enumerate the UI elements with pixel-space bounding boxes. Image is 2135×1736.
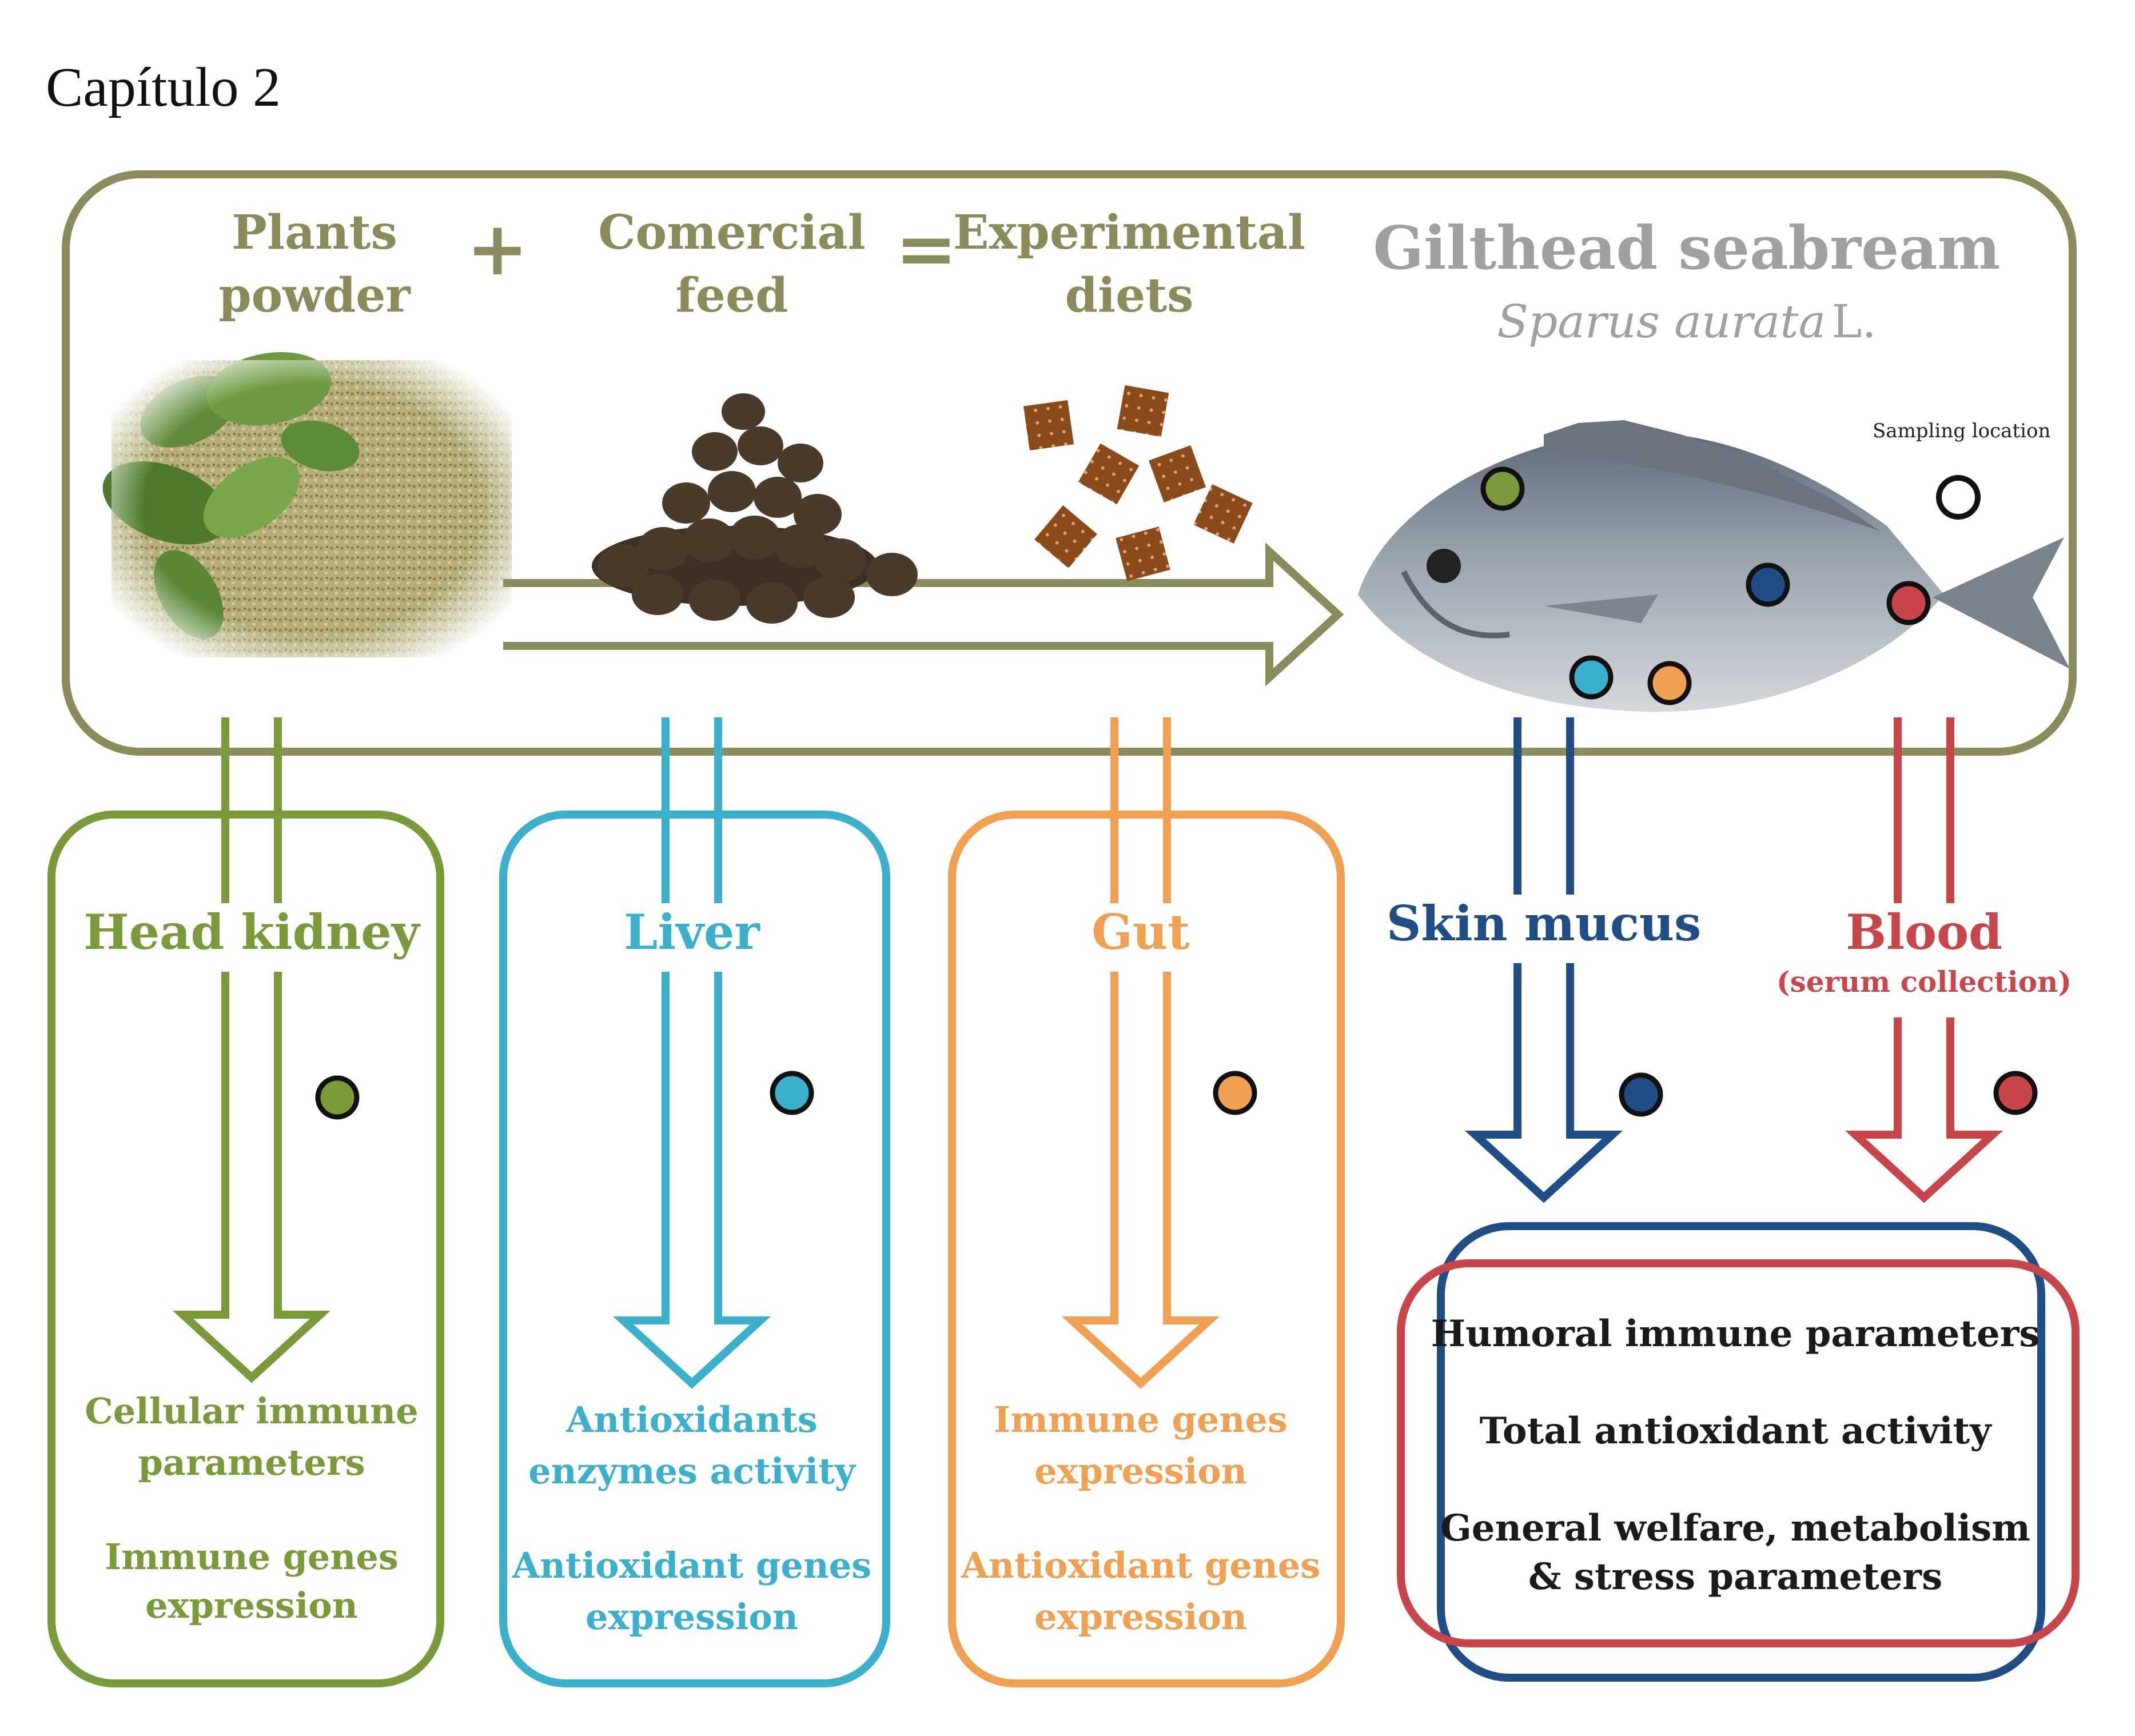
- gut-result-line: Immune genes: [994, 1399, 1288, 1440]
- blood-results-box: [1397, 1259, 2080, 1647]
- feed-to-fish-arrow: [503, 542, 1344, 687]
- gilthead-seabream-image: [1358, 420, 2070, 712]
- gut-result-line: expression: [1034, 1596, 1247, 1638]
- top-frame: [62, 170, 2077, 756]
- blood-arrow: [1845, 717, 2003, 1203]
- blood-title-backdrop: [1847, 903, 2001, 1017]
- gut-box: [948, 811, 1345, 1687]
- chapter-heading: Capítulo 2: [46, 57, 281, 118]
- column-skin-mucus: Skin mucus: [1387, 717, 1702, 1203]
- gut-result-line: expression: [1034, 1450, 1247, 1492]
- blood-subtitle: (serum collection): [1776, 965, 2072, 999]
- species-author: L.: [1831, 295, 1877, 348]
- sampling-location-legend: Sampling location: [1873, 420, 2050, 442]
- skin-mucus-sampling-point: [1746, 562, 1790, 607]
- skin-mucus-results-box: [1437, 1222, 2045, 1682]
- head-kidney-result-line: expression: [145, 1585, 358, 1626]
- liver-box: [499, 811, 890, 1687]
- plus-sign: +: [467, 205, 529, 292]
- head-kidney-result-line: Cellular immune: [85, 1390, 418, 1432]
- shared-result-welfare-line2: & stress parameters: [1528, 1555, 1942, 1598]
- shared-result-antioxidant: Total antioxidant activity: [1480, 1410, 1993, 1452]
- commercial-label-line2: feed: [676, 268, 788, 323]
- blood-marker: [1993, 1071, 2038, 1115]
- liver-arrow: [613, 717, 771, 1389]
- liver-result-line: Antioxidant genes: [512, 1545, 871, 1586]
- blood-title: Blood: [1846, 904, 2002, 960]
- experimental-label-line2: diets: [1065, 268, 1194, 323]
- liver-title: Liver: [624, 904, 760, 960]
- commercial-label-line1: Comercial: [598, 205, 865, 260]
- head-kidney-sampling-point: [1480, 466, 1525, 511]
- head-kidney-box: [47, 811, 444, 1687]
- plants-label-line2: powder: [218, 268, 411, 323]
- experimental-label-line1: Experimental: [953, 205, 1305, 260]
- liver-result-line: enzymes activity: [528, 1450, 857, 1492]
- gut-result-line: Antioxidant genes: [961, 1545, 1320, 1586]
- head-kidney-title-backdrop: [99, 903, 404, 972]
- head-kidney-marker: [315, 1075, 360, 1120]
- gut-title-backdrop: [1089, 903, 1193, 972]
- head-kidney-result-line: parameters: [138, 1442, 365, 1483]
- species-common-name: Gilthead seabream: [1373, 213, 2000, 283]
- head-kidney-result-line: Immune genes: [105, 1536, 399, 1578]
- commercial-feed-image: [592, 393, 918, 624]
- liver-result-line: Antioxidants: [565, 1399, 817, 1440]
- liver-marker: [770, 1071, 814, 1115]
- species-latin: Sparus aurata: [1497, 295, 1826, 348]
- shared-result-welfare-line1: General welfare, metabolism: [1440, 1507, 2030, 1550]
- skin-mucus-title: Skin mucus: [1387, 895, 1702, 952]
- blood-sampling-point: [1886, 581, 1931, 625]
- liver-title-backdrop: [615, 903, 769, 972]
- equals-sign: =: [895, 205, 958, 292]
- skin-mucus-arrow: [1465, 717, 1623, 1203]
- gut-title: Gut: [1092, 904, 1190, 960]
- head-kidney-arrow: [173, 717, 330, 1383]
- plants-powder-image: [102, 352, 512, 657]
- liver-sampling-point: [1569, 655, 1614, 700]
- sampling-location-marker: [1936, 475, 1981, 520]
- column-blood: Blood (serum collection): [1776, 717, 2072, 1203]
- gut-marker: [1213, 1071, 1257, 1115]
- experimental-diets-image: [1023, 385, 1253, 581]
- head-kidney-title: Head kidney: [83, 904, 421, 960]
- gut-arrow: [1062, 717, 1220, 1389]
- liver-result-line: expression: [585, 1596, 798, 1638]
- plants-label-line1: Plants: [232, 205, 397, 260]
- shared-result-humoral: Humoral immune parameters: [1431, 1312, 2040, 1355]
- gut-sampling-point: [1647, 661, 1692, 705]
- skin-mucus-title-backdrop: [1404, 895, 1684, 963]
- skin-mucus-marker: [1619, 1072, 1663, 1117]
